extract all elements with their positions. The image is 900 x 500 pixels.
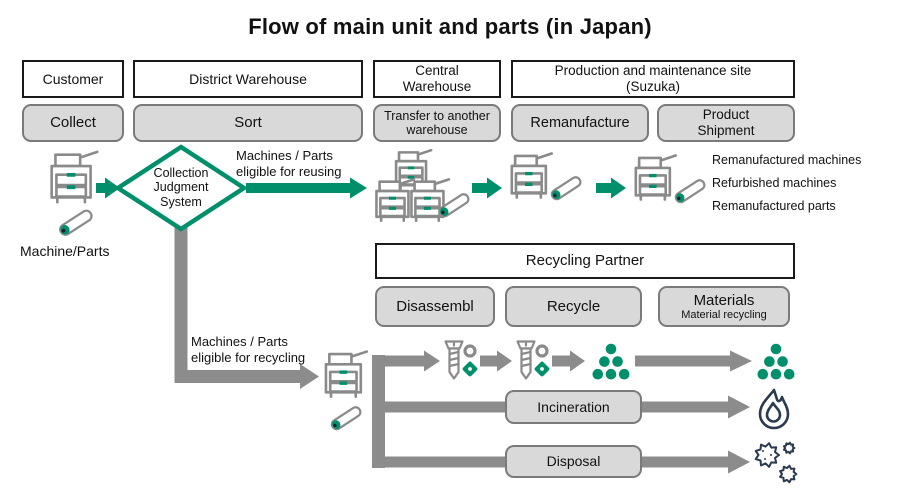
printer-icon — [324, 350, 368, 398]
reuse-route-arrows — [96, 177, 626, 199]
box-recycle: Recycle — [505, 286, 642, 327]
output-remanufactured-machines: Remanufactured machines — [712, 153, 862, 167]
box-disassemble: Disassembl — [375, 286, 495, 327]
header-district-warehouse: District Warehouse — [133, 60, 363, 98]
header-recycling-partner: Recycling Partner — [375, 243, 795, 279]
parts-icons — [444, 340, 795, 380]
toner-cartridge-icon — [549, 174, 584, 203]
nut-icon — [463, 344, 477, 358]
flame-icon — [758, 388, 790, 430]
remanufacture-to-shipment-arrow — [596, 177, 626, 199]
materials-arrow — [552, 350, 585, 372]
header-central-warehouse: Central Warehouse — [373, 60, 501, 98]
recycled-material-icon — [757, 343, 795, 380]
material-pellets-icon — [592, 343, 630, 380]
material-recycling-arrow — [635, 350, 752, 372]
customer-to-judgment-arrow — [96, 177, 120, 199]
box-collect: Collect — [22, 104, 124, 142]
box-materials: Materials Material recycling — [658, 286, 790, 327]
green-nut-icon — [534, 361, 550, 377]
box-product-shipment: Product Shipment — [657, 104, 795, 142]
warehouse-to-remanufacture-arrow — [472, 177, 502, 199]
green-nut-icon — [462, 361, 478, 377]
label-machine-parts: Machine/Parts — [20, 243, 110, 259]
disassemble-arrow — [385, 350, 440, 372]
output-refurbished-machines: Refurbished machines — [712, 176, 837, 190]
collection-judgment-diamond — [113, 144, 249, 232]
printer-icon — [510, 152, 553, 199]
box-disposal: Disposal — [505, 445, 642, 478]
toner-cartridge-icon — [57, 207, 95, 238]
label-eligible-reusing: Machines / Parts eligible for reusing — [236, 148, 342, 180]
debris-icon — [754, 442, 798, 483]
header-customer: Customer — [22, 60, 124, 98]
output-list: Remanufactured machines Refurbished mach… — [712, 149, 897, 218]
label-collection-judgment-system: Collection Judgment System — [153, 166, 209, 209]
toner-cartridge-icon — [673, 177, 708, 206]
screw-icon — [444, 340, 464, 380]
recycle-arrow — [480, 350, 512, 372]
label-eligible-recycling: Machines / Parts eligible for recycling — [191, 334, 306, 366]
box-remanufacture: Remanufacture — [511, 104, 649, 142]
page-title: Flow of main unit and parts (in Japan) — [248, 14, 652, 39]
output-remanufactured-parts: Remanufactured parts — [712, 199, 836, 213]
screw-icon — [516, 340, 536, 380]
header-production-site: Production and maintenance site (Suzuka) — [511, 60, 795, 98]
printer-icon — [50, 150, 99, 204]
nut-icon — [535, 344, 549, 358]
box-sort: Sort — [133, 104, 363, 142]
reusing-arrow — [246, 177, 367, 199]
box-transfer: Transfer to another warehouse — [373, 104, 501, 142]
toner-cartridge-icon — [329, 404, 364, 433]
printer-icon — [634, 154, 677, 201]
box-incineration: Incineration — [505, 390, 642, 424]
